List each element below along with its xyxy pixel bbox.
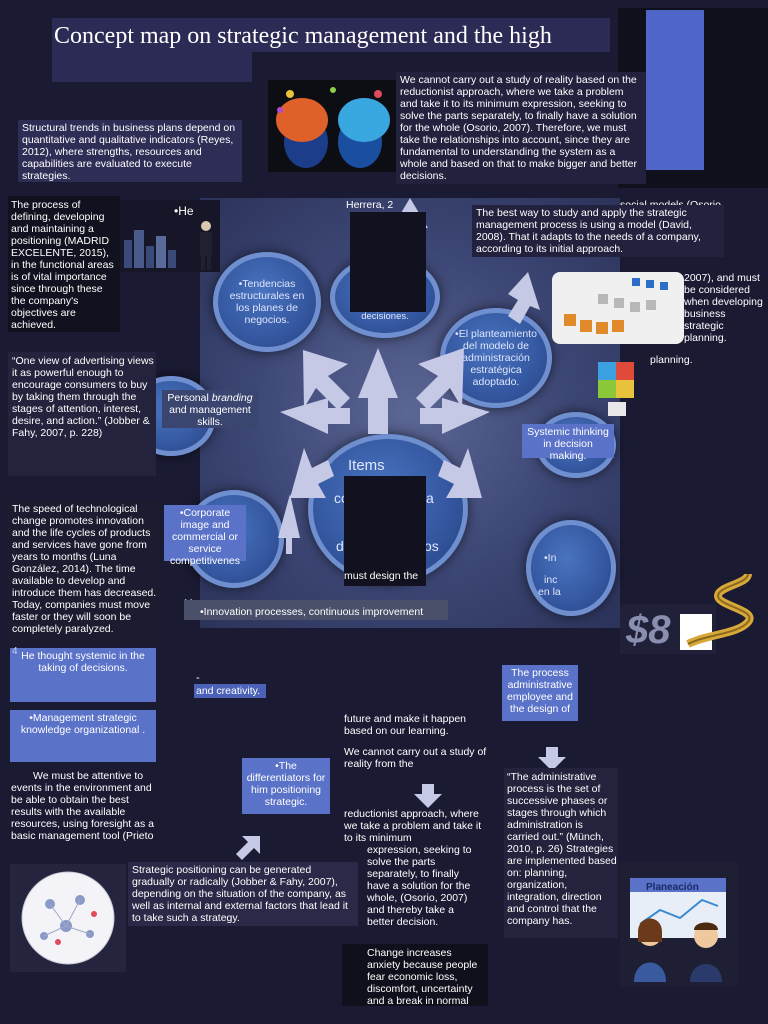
speed-tech-bg [8,500,160,644]
dollar-sign: $8 [626,608,671,652]
must-design-mask [344,476,426,586]
reality-mid-text: We cannot carry out a study of reality f… [344,746,487,770]
network-cubes-image [552,272,684,344]
down-arrow-2 [414,784,442,808]
arrow-down-left [290,448,334,498]
four-label: 4 [12,646,18,657]
arrow-down-right [438,448,482,498]
page-title: Concept map on strategic management and … [54,23,552,49]
process-defining-bg [8,196,120,332]
dash-label: - [196,672,200,684]
advertising-quote-bg [8,352,156,476]
attentive-text: We must be attentive to events in the en… [11,770,154,842]
reductionist-top-text: We cannot carry out a study of reality b… [396,72,646,184]
globe-network-icon [10,864,126,972]
spiral-road-image [678,564,768,652]
speed-tech-text: The speed of technological change promot… [12,503,157,635]
herrera-mask [350,212,426,312]
change-bg [342,944,488,1006]
he-label: •He [174,204,194,218]
arrow-right [420,398,490,434]
brains-image [268,80,398,172]
admin-quote-text: “The administrative process is the set o… [507,771,617,927]
down-arrow-1 [538,747,566,771]
structural-trends-text: Structural trends in business plans depe… [22,122,236,182]
puzzle-head-icon [594,356,644,422]
admin-quote-bg [504,768,618,938]
arrow-bottom [278,494,300,554]
innovation-processes-box: •Innovation processes, continuous improv… [184,600,448,620]
best-way-text: The best way to study and apply the stra… [472,205,724,257]
herrera-fragment: Herrera, 2 [346,199,394,211]
reductionist-mid-a: reductionist approach, where we take a p… [344,808,482,844]
must-design-text: must design the [344,570,419,582]
title-band-2 [52,52,252,82]
bubble-right: •In inc en la [526,520,616,616]
reductionist-mid-b: expression, seeking to solve the parts s… [367,844,472,928]
systemic-thinking-box: Systemic thinking in decision making. [522,424,614,462]
mgmt-knowledge-box: •Management strategic knowledge organiza… [10,710,156,762]
future-text: future and make it happen based on our l… [344,713,467,737]
arrow-up [358,348,398,434]
structural-trends-box [18,120,242,182]
arrow-top-right [508,272,540,324]
bubble-tendencias: •Tendencias estructurales en los planes … [213,252,321,352]
differentiators-box: •The differentiators for him positioning… [242,758,330,814]
advertising-quote-text: “One view of advertising views it as pow… [12,355,154,439]
title-band-1 [52,18,610,52]
top-right-blue-bar [646,10,704,170]
he-thought-box: He thought systemic in the taking of dec… [10,648,156,702]
planeacion-label: Planeación [646,882,699,893]
arrow-up-left [303,350,350,410]
process-defining-text: The process of defining, developing and … [11,199,114,331]
diag-arrow [234,836,260,862]
change-increases-text: Change increases anxiety because people … [367,947,478,1007]
corporate-image-box: •Corporate image and commercial or servi… [164,505,246,567]
arrow-up-right [416,348,464,410]
creativity-box: and creativity. [194,684,266,698]
right-fragment-text: 2007), and must be considered when devel… [684,272,763,344]
personal-branding-box: Personal branding and management skills. [162,390,258,428]
process-admin-box: The process administrative employee and … [502,665,578,721]
arrow-left [280,398,350,434]
planning-fragment: planning. [650,354,693,366]
planeacion-image [620,862,738,986]
business-city-image [120,200,220,272]
strategic-positioning-text: Strategic positioning can be generated g… [128,862,358,926]
